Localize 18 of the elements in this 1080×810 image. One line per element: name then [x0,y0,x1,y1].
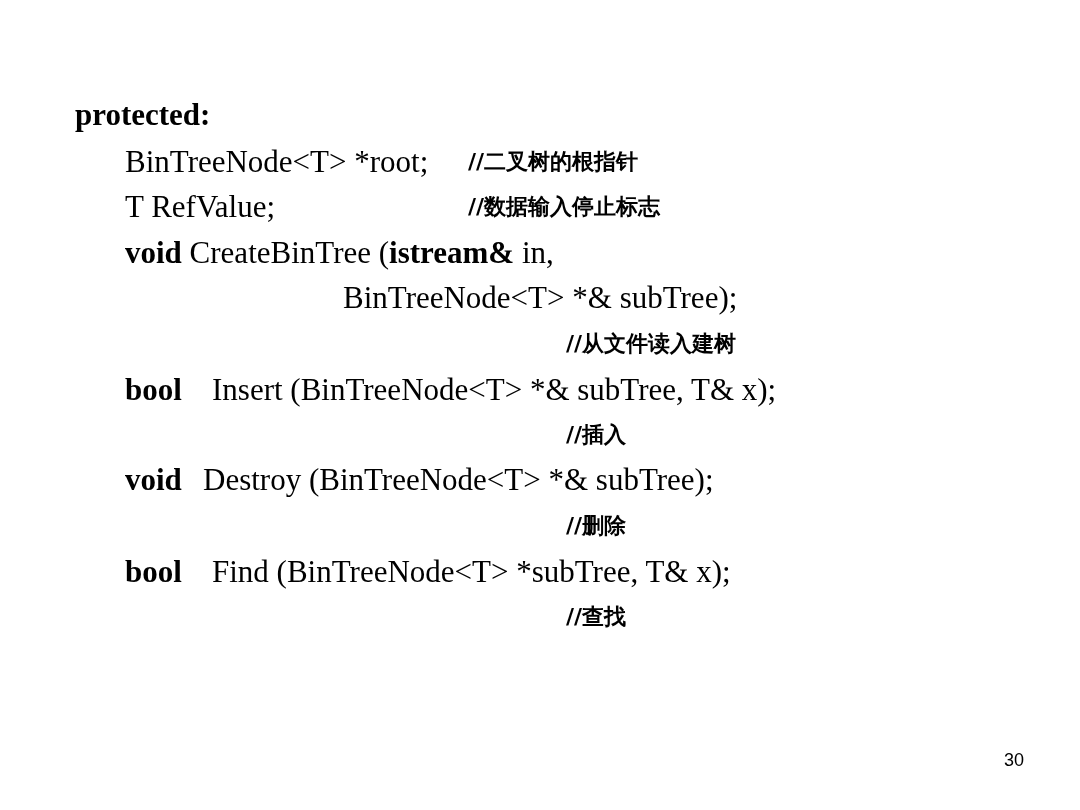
code-line: void CreateBinTree (istream& in, [125,235,554,271]
code-comment: //插入 [566,422,627,448]
code-comment: //二叉树的根指针 [468,149,639,175]
keyword-label: protected: [75,97,211,133]
keyword-label: void [125,462,182,498]
code-line: Destroy (BinTreeNode<T> *& subTree); [203,462,714,498]
keyword-label: bool [125,372,182,408]
code-line: T RefValue; [125,189,276,225]
keyword-label: bool [125,554,182,590]
code-comment: //删除 [566,513,627,539]
code-line: BinTreeNode<T> *root; [125,144,429,180]
code-comment: //从文件读入建树 [566,331,737,357]
page-number: 30 [1004,749,1025,771]
code-comment: //数据输入停止标志 [468,194,661,220]
code-comment: //查找 [566,604,627,630]
code-line: Insert (BinTreeNode<T> *& subTree, T& x); [212,372,777,408]
code-line: Find (BinTreeNode<T> *subTree, T& x); [212,554,731,590]
code-line: BinTreeNode<T> *& subTree); [343,280,738,316]
